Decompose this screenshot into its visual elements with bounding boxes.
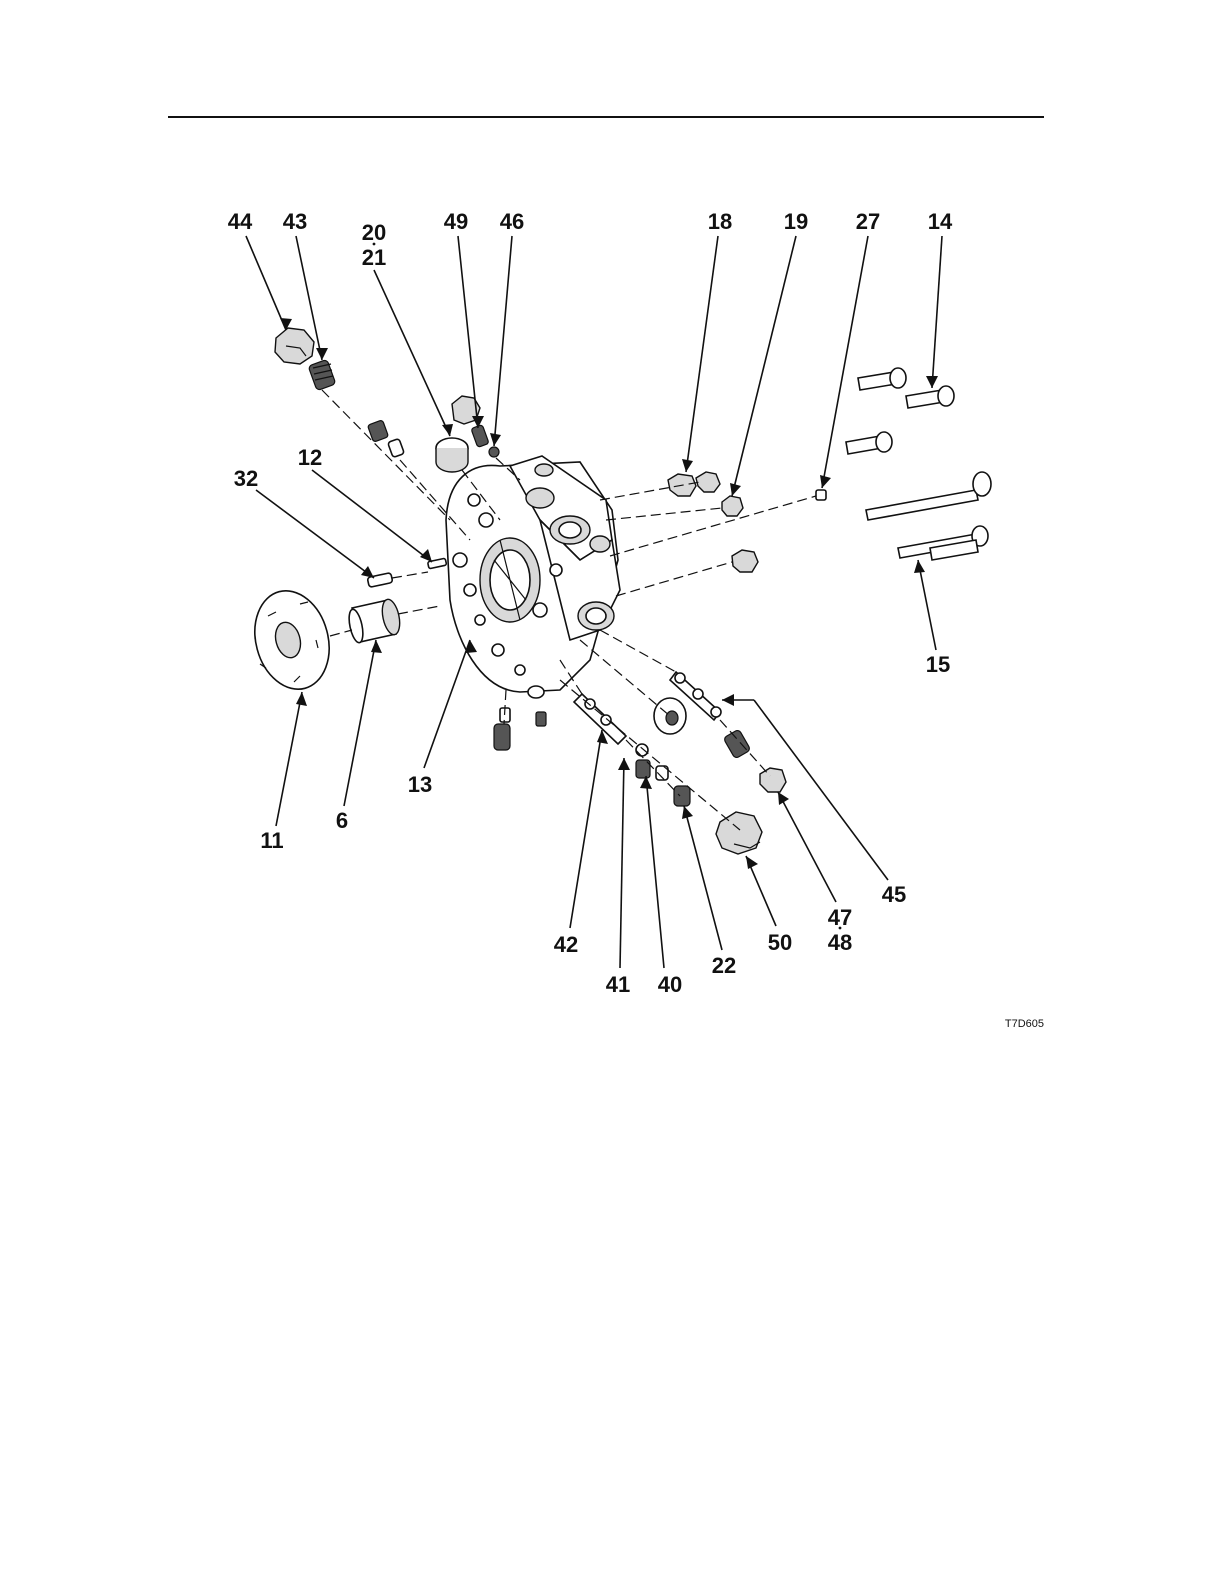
callout-41: 41 (606, 972, 630, 997)
callout-15: 15 (926, 652, 950, 677)
part-19-plug (722, 496, 743, 516)
callout-21: 21 (362, 245, 386, 270)
callout-22: 22 (712, 953, 736, 978)
callout-13: 13 (408, 772, 432, 797)
part-50-hex-plug (716, 812, 762, 854)
callout-44: 44 (228, 209, 253, 234)
callout-14: 14 (928, 209, 953, 234)
part-14-screws (846, 368, 954, 454)
part-plug-lower (732, 550, 758, 572)
part-47-48-spring-cap (723, 729, 786, 792)
part-18-fitting (668, 472, 720, 496)
callout-43: 43 (283, 209, 307, 234)
callout-42: 42 (554, 932, 578, 957)
part-lower-plugs (494, 686, 546, 750)
callout-48: 48 (828, 930, 852, 955)
callout-46: 46 (500, 209, 524, 234)
part-22-plug (674, 786, 690, 806)
part-46-ball (489, 447, 499, 457)
part-plug-center (654, 698, 686, 734)
callout-32: 32 (234, 466, 258, 491)
part-15-long-screws (866, 472, 991, 560)
callout-6: 6 (336, 808, 348, 833)
callout-19: 19 (784, 209, 808, 234)
callout-45: 45 (882, 882, 906, 907)
part-44-hex-plug (275, 328, 314, 364)
figure-id: T7D605 (1005, 1018, 1044, 1030)
callout-20: 20 (362, 220, 386, 245)
part-43-spring (308, 359, 336, 390)
part-27-ball (816, 490, 826, 500)
callout-11: 11 (260, 828, 283, 853)
callout-12: 12 (298, 445, 322, 470)
callout-40: 40 (658, 972, 682, 997)
callout-18: 18 (708, 209, 732, 234)
part-13-housing (446, 456, 620, 692)
part-6-bearing (347, 598, 403, 644)
part-spring-small (367, 420, 404, 458)
part-11-plate (244, 582, 339, 697)
part-41-ball (636, 744, 648, 756)
callout-50: 50 (768, 930, 792, 955)
callout-47: 47 (828, 905, 852, 930)
part-40-spring (636, 760, 668, 780)
callout-27: 27 (856, 209, 880, 234)
callout-49: 49 (444, 209, 468, 234)
part-20-21-cap (436, 438, 468, 472)
